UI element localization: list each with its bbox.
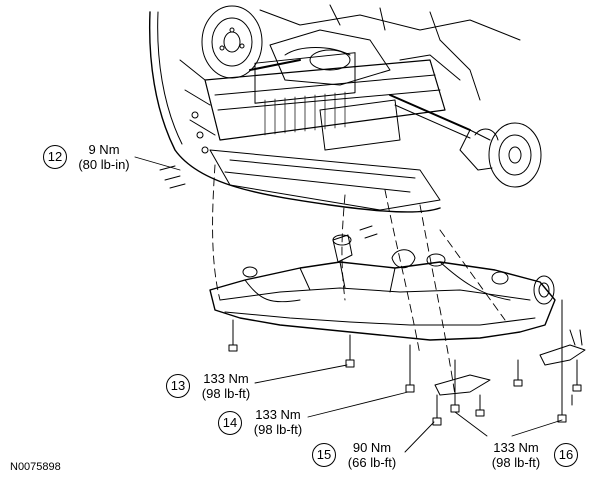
torque-imperial: (66 lb-ft) <box>347 455 397 470</box>
callout-torque-14: 133 Nm (98 lb-ft) <box>245 407 311 437</box>
small-fasteners <box>159 165 378 239</box>
torque-metric: 90 Nm <box>352 440 392 455</box>
torque-metric: 9 Nm <box>88 142 120 157</box>
callout-badge-13: 13 <box>166 374 190 398</box>
torque-metric: 133 Nm <box>255 407 301 422</box>
callout-torque-15: 90 Nm (66 lb-ft) <box>340 440 404 470</box>
torque-imperial: (98 lb-ft) <box>491 455 541 470</box>
front-subframe <box>209 234 586 396</box>
vehicle-front-end <box>148 4 542 213</box>
callout-torque-16: 133 Nm (98 lb-ft) <box>483 440 549 470</box>
callout-torque-13: 133 Nm (98 lb-ft) <box>193 371 259 401</box>
torque-metric: 133 Nm <box>493 440 539 455</box>
callout-torque-12: 9 Nm (80 lb-in) <box>72 142 136 172</box>
leader-lines <box>134 156 563 453</box>
torque-imperial: (80 lb-in) <box>78 157 130 172</box>
alignment-lines <box>212 164 506 396</box>
torque-metric: 133 Nm <box>203 371 249 386</box>
callout-badge-15: 15 <box>312 443 336 467</box>
figure-id: N0075898 <box>10 461 61 473</box>
callout-badge-14: 14 <box>218 411 242 435</box>
subframe-bolts <box>228 299 582 426</box>
callout-badge-16: 16 <box>554 443 578 467</box>
torque-imperial: (98 lb-ft) <box>253 422 303 437</box>
callout-badge-12: 12 <box>43 145 67 169</box>
torque-imperial: (98 lb-ft) <box>201 386 251 401</box>
